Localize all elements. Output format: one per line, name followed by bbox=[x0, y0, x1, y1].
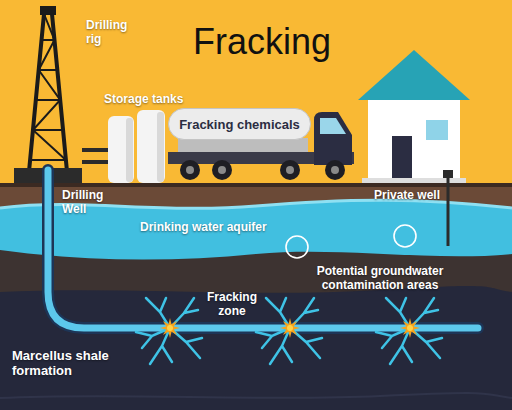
fracture bbox=[376, 298, 442, 364]
wheel bbox=[280, 160, 300, 180]
drilling-well-pipe bbox=[48, 170, 478, 328]
node-text: Fracking chemicals bbox=[179, 117, 300, 132]
private-well-pipe bbox=[447, 176, 450, 246]
tank-stand bbox=[178, 138, 308, 152]
fracture bbox=[256, 298, 322, 364]
callout-label: Marcellus shale formation bbox=[12, 348, 136, 378]
hub bbox=[331, 166, 339, 174]
callout-label: Drilling rig bbox=[86, 18, 140, 46]
house-window bbox=[426, 120, 448, 140]
hub bbox=[286, 166, 294, 174]
wheel bbox=[212, 160, 232, 180]
storage-tank bbox=[137, 110, 165, 183]
contamination-circle bbox=[286, 236, 308, 258]
burst-core bbox=[167, 325, 173, 331]
house bbox=[358, 50, 470, 183]
wheel bbox=[180, 160, 200, 180]
callout-label: Private well bbox=[346, 188, 440, 202]
burst bbox=[160, 318, 180, 338]
fracture bbox=[136, 298, 202, 364]
truck bbox=[168, 112, 354, 180]
contamination-circle bbox=[394, 225, 416, 247]
storage-tank bbox=[108, 116, 134, 183]
drilling-well-outline bbox=[48, 170, 478, 328]
wheel bbox=[325, 160, 345, 180]
burst-core bbox=[287, 325, 293, 331]
sky bbox=[0, 0, 512, 186]
shale-texture bbox=[0, 393, 512, 398]
diagram-title: Fracking bbox=[162, 22, 362, 62]
tank-shade bbox=[126, 118, 133, 182]
tank-box: Fracking chemicals bbox=[168, 108, 311, 140]
soil-layer bbox=[0, 183, 512, 410]
hub bbox=[186, 166, 194, 174]
house-wall bbox=[368, 96, 460, 182]
callout-label: Storage tanks bbox=[104, 92, 204, 106]
callout-label: Drinking water aquifer bbox=[140, 220, 340, 234]
rig-bracing bbox=[30, 14, 66, 160]
cab-window bbox=[320, 118, 346, 134]
truck-wheels bbox=[180, 160, 345, 180]
house-roof bbox=[358, 50, 470, 100]
tank-shade bbox=[157, 112, 164, 182]
rig-legs bbox=[28, 14, 68, 182]
rig-crown bbox=[40, 6, 56, 15]
rig-pipes bbox=[82, 150, 110, 162]
well-head bbox=[443, 170, 453, 178]
house-base bbox=[362, 178, 466, 183]
ground-surface bbox=[0, 183, 512, 187]
callout-label: Potential groundwater contamination area… bbox=[300, 264, 460, 292]
wheel-hubs bbox=[186, 166, 339, 174]
burst bbox=[400, 318, 420, 338]
shale-layer bbox=[0, 286, 512, 410]
house-door bbox=[392, 136, 412, 182]
fracture-bursts bbox=[160, 318, 420, 338]
callout-label: Drilling Well bbox=[62, 188, 120, 216]
callout-label: Fracking zone bbox=[202, 290, 262, 318]
fractures bbox=[136, 298, 442, 364]
burst bbox=[280, 318, 300, 338]
storage-tanks bbox=[108, 110, 165, 183]
truck-cab bbox=[314, 112, 352, 165]
burst-core bbox=[407, 325, 413, 331]
hub bbox=[218, 166, 226, 174]
